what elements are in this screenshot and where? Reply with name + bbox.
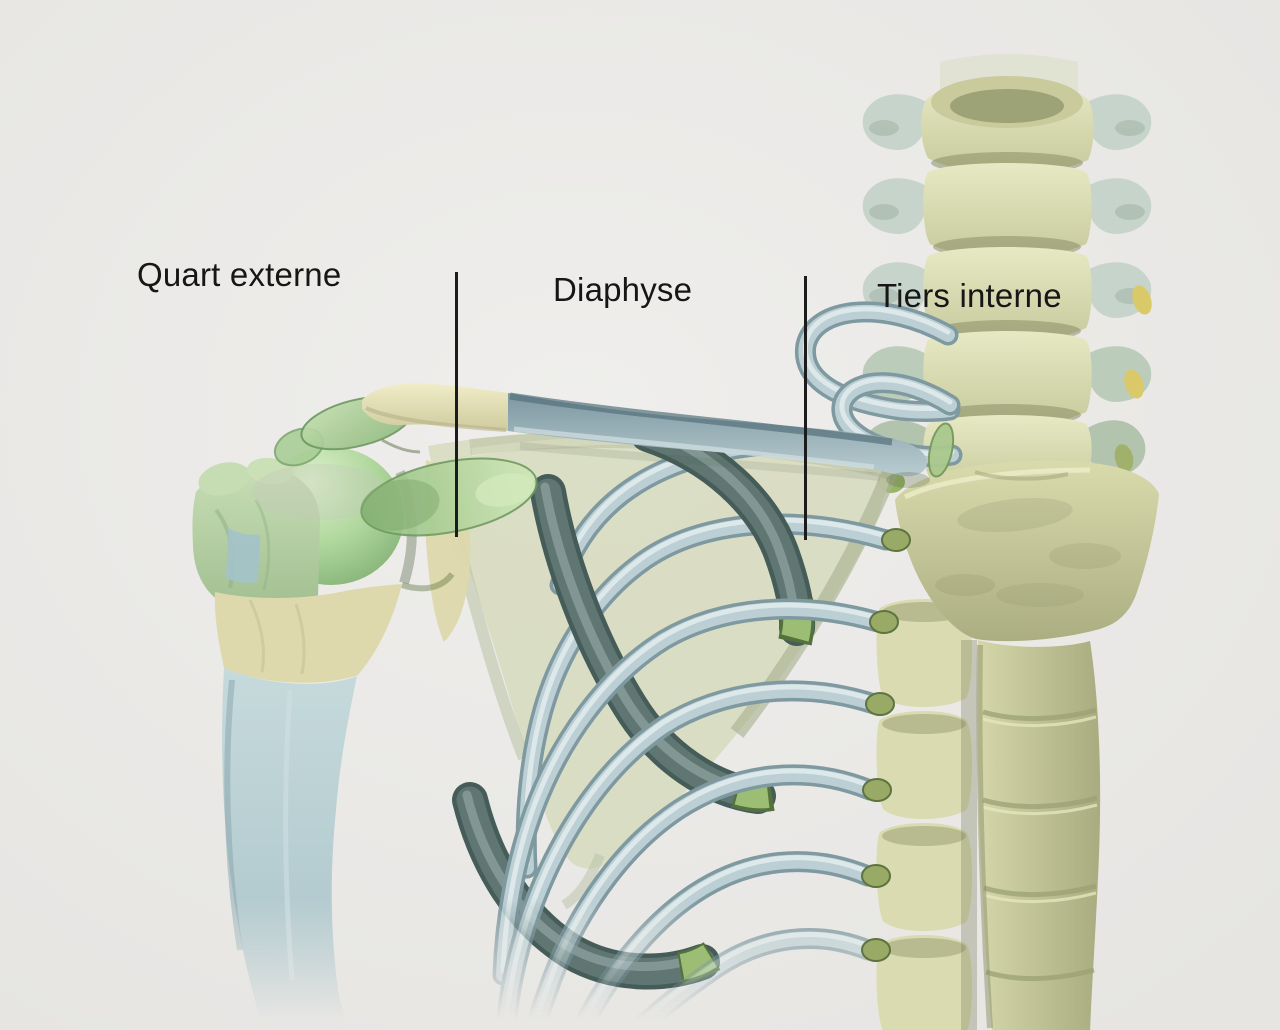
- sternoclavicular-cartilage: [927, 422, 955, 478]
- shoulder-joint: [273, 395, 538, 537]
- vertebral-column: [862, 54, 1152, 492]
- divider-line-quart-externe: [455, 272, 458, 537]
- label-tiers-interne: Tiers interne: [877, 277, 1062, 314]
- costal-cartilage-tip: [679, 944, 717, 980]
- humerus-metaphysis: [214, 584, 402, 683]
- humerus-shaft: [222, 668, 357, 1024]
- costovertebral-joints: [861, 528, 911, 962]
- divider-line-tiers-interne: [804, 276, 807, 540]
- manubrium: [877, 460, 1159, 642]
- costal-cartilage-tip: [734, 779, 770, 809]
- clavicle-shaft: [508, 393, 927, 477]
- label-diaphyse: Diaphyse: [553, 271, 693, 308]
- humerus: [192, 447, 471, 1024]
- sternum-body: [976, 640, 1101, 1030]
- label-quart-externe: Quart externe: [137, 256, 342, 293]
- humerus-blue-band: [226, 528, 260, 583]
- clavicle: [362, 383, 955, 488]
